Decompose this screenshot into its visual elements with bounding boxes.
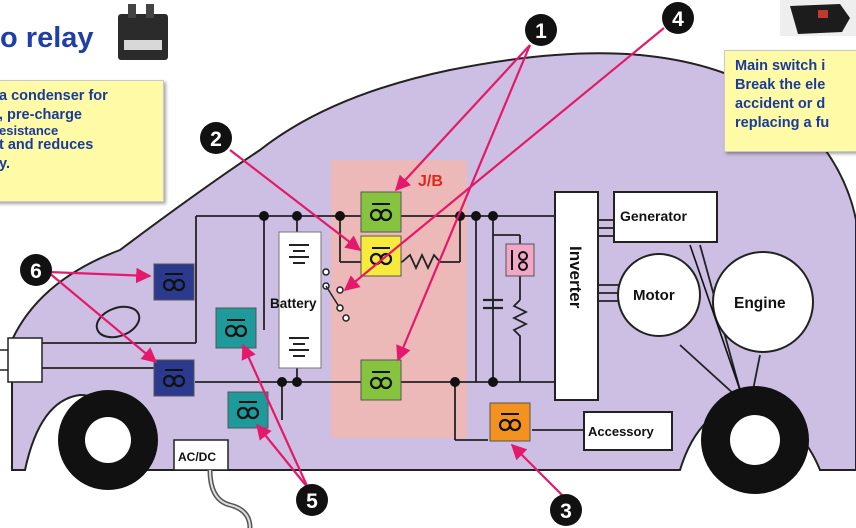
capacitor [483, 298, 503, 310]
callout-4: 4 [662, 2, 694, 34]
front-wheel [58, 390, 158, 490]
accessory-box [583, 411, 673, 451]
relay-external-blue-top [153, 263, 195, 301]
relay-main-green-bottom [360, 359, 402, 401]
relay-main-green-top [360, 191, 402, 233]
battery-label: Battery [270, 296, 317, 311]
charge-plug [7, 337, 43, 383]
inverter-label: Inverter [566, 246, 585, 309]
svg-text:6: 6 [30, 260, 42, 283]
note-line: replacing a fu [735, 115, 830, 131]
note-line: esistance [0, 123, 59, 138]
battery-cells [289, 244, 309, 357]
relay-accessory-orange [489, 402, 531, 442]
relay-product-photo [118, 4, 168, 60]
generator-box [613, 191, 718, 243]
charging-cable [207, 469, 253, 528]
generator-label: Generator [620, 208, 687, 224]
inverter-box [554, 191, 599, 401]
note-line: accident or d [735, 96, 826, 112]
note-line: Break the ele [735, 77, 826, 93]
callout-2: 2 [200, 122, 232, 154]
note-line: y. [0, 156, 11, 172]
note-line: a condenser for [0, 88, 108, 104]
acdc-box [173, 439, 229, 471]
acdc-label: AC/DC [178, 450, 216, 464]
service-plug [322, 268, 350, 322]
callout-6: 6 [20, 254, 52, 286]
svg-text:3: 3 [560, 500, 572, 523]
note-line: , pre-charge [0, 107, 82, 123]
accessory-label: Accessory [588, 424, 655, 439]
junction-dots [259, 211, 498, 387]
svg-text:2: 2 [210, 128, 222, 151]
rear-wheel [701, 386, 809, 494]
main-switch-photo [780, 0, 856, 36]
relay-charge-teal-bottom [227, 391, 269, 429]
main-switch-note: Main switch i Break the ele accident or … [724, 50, 856, 152]
mechanical-arrows [689, 244, 741, 391]
note-line: Main switch i [735, 58, 826, 74]
relay-precharge-yellow [360, 235, 402, 277]
callout-arrows [47, 27, 665, 496]
relay-external-blue-bottom [153, 359, 195, 397]
callout-3: 3 [550, 494, 582, 526]
svg-text:5: 5 [306, 490, 318, 513]
battery-box [278, 231, 322, 369]
motor-circle [617, 253, 701, 337]
callout-5: 5 [296, 484, 328, 516]
relay-charge-teal-top [215, 307, 257, 349]
relay-description-note: a condenser for , pre-charge esistance t… [0, 80, 164, 202]
svg-text:4: 4 [672, 8, 684, 31]
engine-circle [712, 251, 814, 353]
jb-label: J/B [418, 173, 443, 190]
callout-1: 1 [525, 14, 557, 46]
svg-text:1: 1 [535, 20, 547, 43]
note-line: t and reduces [0, 137, 94, 153]
page-title: o relay [0, 22, 94, 54]
motor-label: Motor [633, 287, 675, 304]
relay-pink [505, 243, 535, 277]
engine-label: Engine [734, 295, 786, 312]
